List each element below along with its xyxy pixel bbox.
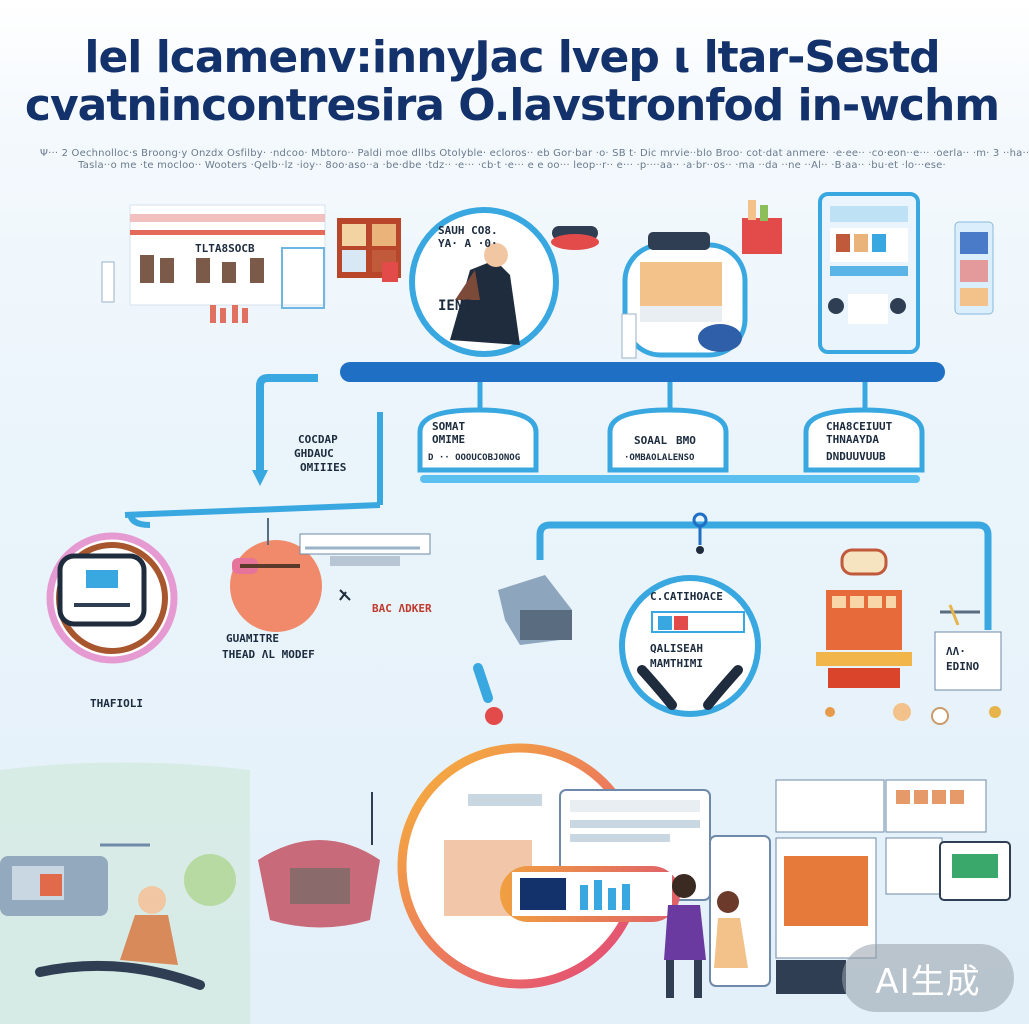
process-step-subtitle: THEAD ΛL MODEF: [222, 648, 315, 661]
subtitle-line-1: Ψ··· 2 Oechnolloc·s Broong·y Onzdx Osfil…: [40, 148, 1029, 159]
vessel-illustration: [258, 792, 380, 928]
laptop-screens-cluster[interactable]: [500, 789, 771, 987]
landscape-background: [0, 762, 250, 1024]
left-branch-detail: OMIIIES: [300, 461, 347, 474]
title-line-1: lel lcamenv:innyJac lvep ι ltar-Sestd: [84, 32, 940, 83]
people-circle-illustration: [409, 207, 559, 357]
screen-circle-illustration[interactable]: [619, 575, 761, 717]
right-panel-title: ΛΛ·: [946, 645, 966, 658]
category-card-2-title: SOAAL: [634, 434, 668, 447]
subtitle-line-2: Tasla··o me ·te mocloo·· Wooters ·Qelb··…: [78, 160, 946, 171]
storefront-grid-illustration: [775, 779, 1011, 994]
screen-circle-title: C.CATIHOACE: [650, 590, 723, 603]
screen-circle-subtitle: QALISEAH: [650, 642, 703, 655]
people-circle-title: SAUH CO8.: [438, 224, 498, 237]
left-branch-title: COCDAP: [298, 433, 338, 446]
category-card-2-detail: ·OMBAOLALENSO: [624, 453, 695, 463]
shop-booth-illustration: [816, 548, 1001, 725]
store-panel-illustration: [101, 204, 326, 323]
row2-connector: [124, 502, 992, 630]
router-circle-illustration: [46, 532, 178, 664]
process-step-title: GUAMITRE: [226, 632, 279, 645]
presenting-people-illustration: [664, 874, 748, 998]
far-left-label: THAFIOLI: [90, 697, 143, 710]
shelf-unit-illustration: [337, 218, 401, 282]
ai-generated-watermark: AI生成: [842, 944, 1014, 1012]
vehicle-illustration: [0, 843, 150, 916]
store-panel-label: TLTA8SOCB: [195, 242, 255, 255]
title-line-2: cvatnincontresira O.lavstronfod in-wchm: [24, 80, 1000, 131]
category-card-3-detail: DNDUUVUUB: [826, 450, 886, 463]
people-circle-subtitle: YA· A ·0·: [438, 237, 498, 250]
category-card-3-title: CHA8CEIUUT: [826, 420, 893, 433]
tablet-screen-illustration: [818, 192, 920, 354]
category-card-2[interactable]: [607, 407, 729, 473]
category-card-1[interactable]: [417, 407, 539, 473]
device-hub-illustration: [551, 200, 782, 359]
robot-arm-circle-illustration: [230, 518, 431, 632]
category-card-1-detail: D ·· OOOUCOBJONOG: [428, 453, 521, 463]
robot-arm-label: BAC ΛDKER: [372, 602, 432, 615]
left-branch-subtitle: GHDAUC: [294, 447, 334, 460]
main-connector-bar: [252, 362, 945, 505]
category-card-2-subtitle: BMO: [676, 434, 696, 447]
screen-circle-detail: MAMTHIMI: [650, 657, 703, 670]
right-info-panel: [934, 604, 1002, 691]
toolbox-illustration: [473, 575, 572, 725]
category-card-3[interactable]: [803, 407, 925, 473]
category-card-3-subtitle: THNAAYDA: [826, 433, 879, 446]
people-circle-caption: IENI ·: [438, 298, 489, 314]
side-gadget-illustration: [954, 221, 994, 315]
category-card-1-subtitle: OMIME: [432, 433, 466, 446]
category-card-1-title: SOMAT: [432, 420, 466, 433]
right-panel-subtitle: EDINO: [946, 660, 980, 673]
person-with-device-illustration: [35, 886, 205, 990]
